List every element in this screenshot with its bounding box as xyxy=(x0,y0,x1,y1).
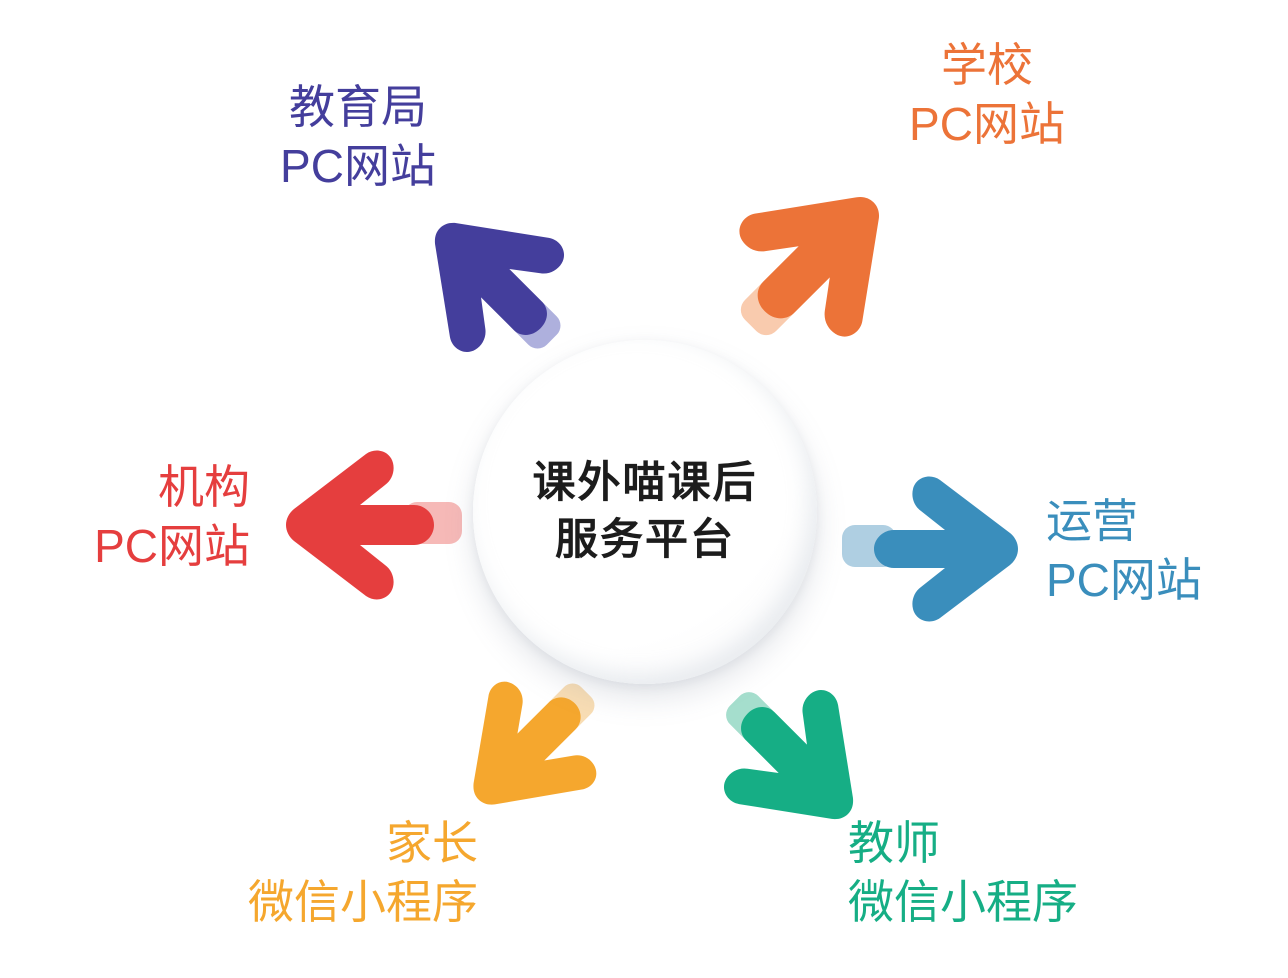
center-title-line2: 服务平台 xyxy=(555,516,735,564)
label-school-line2: PC网站 xyxy=(909,97,1065,150)
arrow-education-bureau xyxy=(371,159,626,414)
label-parent-line1: 家长 xyxy=(386,817,478,869)
label-parent-line2: 微信小程序 xyxy=(248,875,478,928)
arrow-parent xyxy=(413,625,653,865)
arrow-head-operations xyxy=(874,476,1018,622)
arrow-head-school xyxy=(739,196,880,337)
label-education-bureau-line1: 教育局 xyxy=(289,81,427,133)
arrow-head-institution xyxy=(286,450,434,600)
label-school: 学校 PC网站 xyxy=(872,36,1102,154)
label-education-bureau: 教育局 PC网站 xyxy=(238,78,478,196)
label-education-bureau-line2: PC网站 xyxy=(280,139,436,192)
label-teacher-line1: 教师 xyxy=(848,817,940,869)
arrow-school xyxy=(671,127,948,404)
arrow-institution xyxy=(272,440,472,610)
label-operations-line2: PC网站 xyxy=(1046,553,1202,606)
label-institution-line2: PC网站 xyxy=(94,519,250,572)
arrow-teacher xyxy=(663,629,918,884)
label-operations: 运营 PC网站 xyxy=(1046,492,1286,610)
center-title-line1: 课外喵课后 xyxy=(532,459,758,508)
label-school-line1: 学校 xyxy=(941,39,1033,91)
label-parent: 家长 微信小程序 xyxy=(148,814,478,932)
arrow-head-teacher xyxy=(723,689,854,820)
label-institution-line1: 机构 xyxy=(158,461,250,513)
label-operations-line1: 运营 xyxy=(1046,495,1138,547)
center-hub: 课外喵课后 服务平台 xyxy=(473,340,817,684)
label-teacher-line2: 微信小程序 xyxy=(848,875,1078,928)
arrow-head-education-bureau xyxy=(434,222,565,353)
arrow-head-parent xyxy=(473,681,597,805)
label-teacher: 教师 微信小程序 xyxy=(848,814,1178,932)
arrow-operations xyxy=(836,464,1026,634)
label-institution: 机构 PC网站 xyxy=(28,458,250,576)
